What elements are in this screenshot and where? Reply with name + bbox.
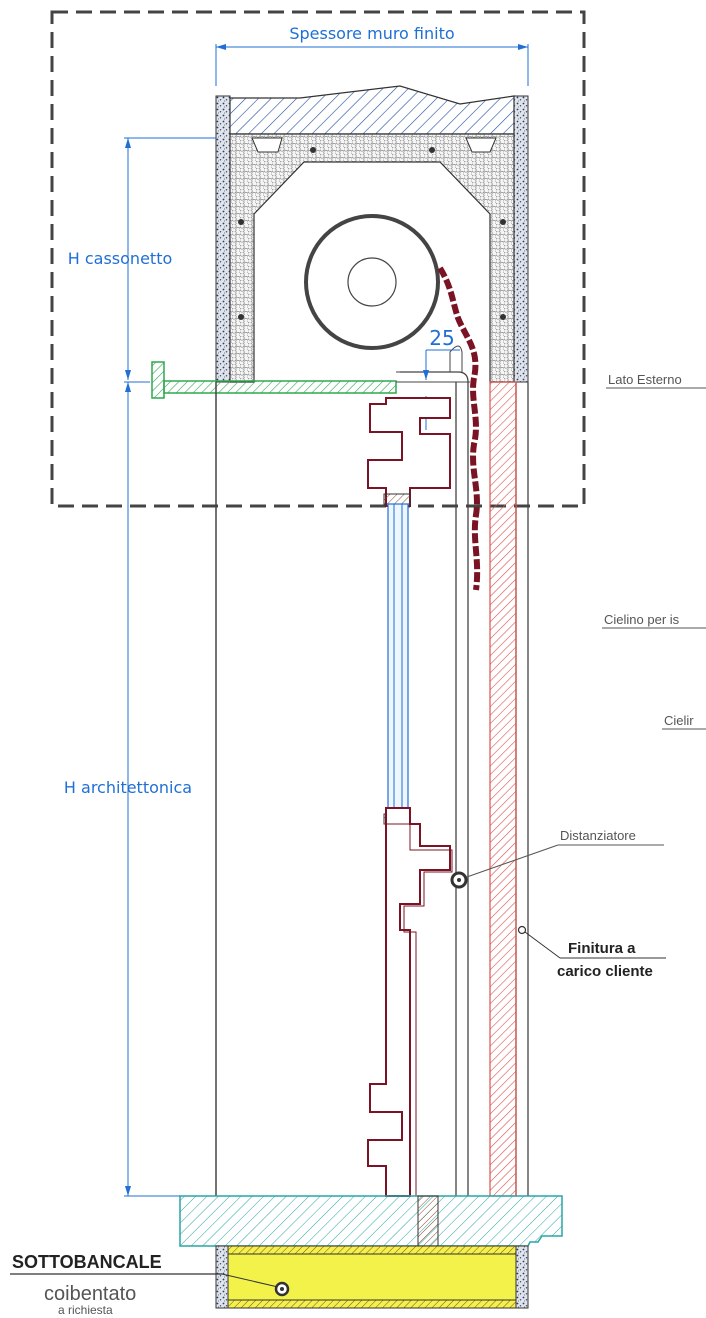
label-sottobancale: SOTTOBANCALE (12, 1252, 162, 1272)
label-cielino-1: Cielino per is (604, 612, 680, 627)
dashed-detail-box (50, 10, 586, 508)
label-coibentato: coibentato (44, 1283, 136, 1305)
sottobancale-callout: SOTTOBANCALE coibentato a richiesta (10, 1252, 290, 1317)
roller-axle (347, 257, 397, 307)
wood-finish-strip (489, 381, 517, 1197)
glazing (387, 503, 409, 817)
wall-left-outer (215, 95, 231, 383)
label-lato-esterno: Lato Esterno (608, 372, 682, 387)
label-cielino-2: Cielir (664, 713, 694, 728)
h-box-dimension: H cassonetto (68, 137, 216, 380)
window-sill (179, 1195, 563, 1247)
sash-top (367, 397, 451, 507)
shutter-slats (437, 266, 481, 591)
h-box-label: H cassonetto (68, 249, 173, 268)
wall-thickness-label: Spessore muro finito (289, 24, 454, 43)
distanziatore-callout: Distanziatore (450, 828, 664, 889)
box-dots (238, 147, 506, 320)
sub-sill-speckle-left (215, 1245, 229, 1309)
finitura-callout: Finitura a carico cliente (517, 925, 666, 980)
box-notch-right (465, 137, 497, 153)
support-plate (151, 361, 397, 399)
wall-right-outer (513, 95, 529, 383)
sash-bottom (367, 807, 451, 1197)
box-notch-left (251, 137, 283, 153)
label-finitura-2: carico cliente (557, 963, 653, 980)
label-distanziatore: Distanziatore (560, 828, 636, 843)
label-a-richiesta: a richiesta (58, 1303, 113, 1317)
h-arch-dimension: H architettonica (64, 381, 192, 1197)
label-finitura-1: Finitura a (568, 940, 636, 957)
sub-sill-insulation (227, 1245, 517, 1309)
sill-wood-insert (417, 1195, 439, 1247)
h-arch-label: H architettonica (64, 778, 192, 797)
sub-sill-speckle-right (515, 1245, 529, 1309)
lintel (229, 85, 515, 135)
gap-label: 25 (429, 326, 454, 350)
wall-thickness-dimension: Spessore muro finito (215, 24, 529, 86)
